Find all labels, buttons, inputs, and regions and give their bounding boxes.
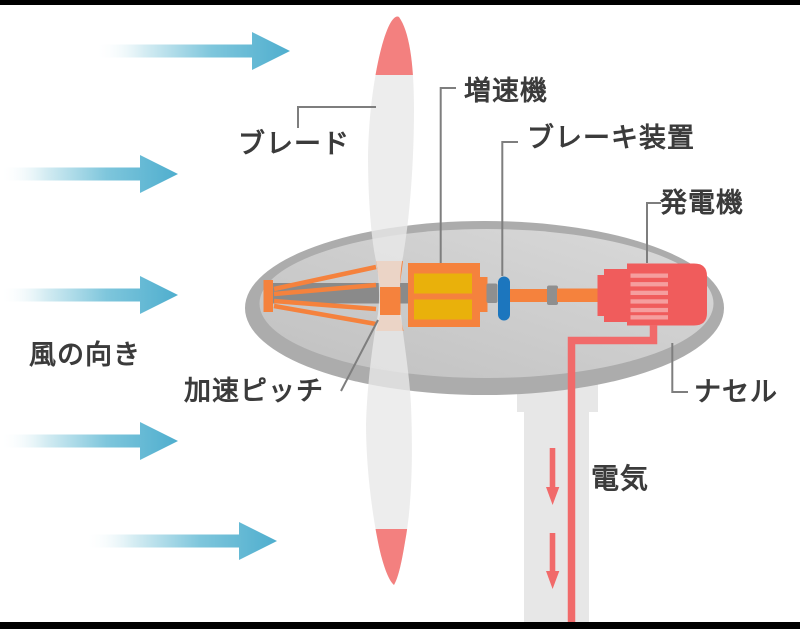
electricity-arrow-2 (546, 533, 560, 589)
label-wind-direction: 風の向き (29, 340, 141, 370)
main-shaft (271, 283, 411, 304)
wind-arrow-1 (95, 32, 290, 70)
brake-disc (498, 276, 510, 321)
hub-nose-bar (263, 280, 273, 312)
leader-gearbox (439, 87, 456, 263)
label-generator: 発電機 (660, 188, 744, 218)
gearbox-output-stub (479, 277, 488, 312)
shaft-coupling-2 (547, 285, 558, 305)
power-cable (567, 325, 658, 622)
tower-column (524, 408, 589, 622)
leader-generator (646, 202, 661, 263)
wind-arrow-2 (0, 155, 178, 193)
high-speed-shaft-2 (557, 288, 598, 302)
generator-front-step (597, 275, 606, 316)
bottom-border-bar (0, 622, 800, 629)
generator (597, 263, 707, 326)
generator-front (604, 269, 628, 322)
gearbox-gear-bottom (414, 299, 472, 320)
blade-tip-bottom (366, 529, 414, 586)
label-brake: ブレーキ装置 (527, 123, 695, 153)
leader-blade (297, 106, 376, 128)
electricity-arrow-1 (546, 448, 560, 505)
label-pitch: 加速ピッチ (184, 376, 324, 406)
leader-pitch (340, 319, 379, 392)
top-border-bar (0, 0, 800, 5)
label-blade: ブレード (238, 129, 350, 159)
wind-arrow-5 (85, 522, 277, 560)
wind-arrow-3 (0, 276, 178, 314)
label-gearbox: 増速機 (464, 76, 548, 106)
leader-lines (297, 87, 688, 393)
hub-pitch-block (380, 287, 401, 315)
wind-arrows (0, 32, 290, 560)
label-nacelle: ナセル (694, 377, 778, 407)
high-speed-shaft-1 (510, 289, 548, 302)
gearbox (408, 263, 488, 327)
label-electricity: 電気 (591, 463, 650, 494)
leader-nacelle (671, 343, 688, 393)
leader-brake (501, 141, 518, 276)
hub-pitch-spokes (273, 264, 377, 327)
gearbox-gear-top (414, 273, 472, 294)
electricity-arrows (546, 448, 560, 589)
shaft-coupling-1 (486, 283, 498, 303)
wind-arrow-4 (0, 422, 178, 460)
generator-cooling-fins (630, 273, 668, 320)
blade-tip-top (366, 16, 414, 75)
